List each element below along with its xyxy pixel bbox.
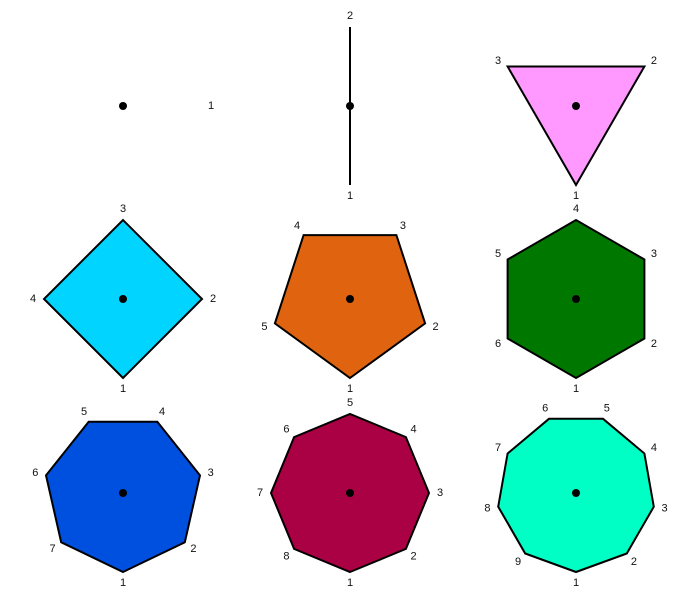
center-dot bbox=[346, 102, 354, 110]
center-dot bbox=[346, 489, 354, 497]
vertex-label: 4 bbox=[651, 442, 657, 454]
vertex-label: 4 bbox=[573, 203, 579, 215]
vertex-label: 3 bbox=[208, 467, 214, 479]
vertex-label: 3 bbox=[400, 220, 406, 232]
vertex-label: 2 bbox=[433, 321, 439, 333]
vertex-label: 2 bbox=[190, 543, 196, 555]
center-dot bbox=[119, 295, 127, 303]
vertex-label: 6 bbox=[495, 338, 501, 350]
polygon-7-sides: 1 2 3 4 5 6 7 bbox=[32, 406, 214, 589]
polygon-9-sides: 1 2 3 4 5 6 7 8 9 bbox=[484, 402, 667, 589]
vertex-label: 5 bbox=[81, 406, 87, 418]
vertex-label: 1 bbox=[573, 190, 579, 202]
polygon-6-sides: 1 2 3 4 5 6 bbox=[495, 203, 657, 395]
center-dot bbox=[572, 295, 580, 303]
vertex-label: 4 bbox=[411, 423, 417, 435]
polygon-1-sides: 1 bbox=[119, 100, 214, 112]
vertex-label: 1 bbox=[347, 383, 353, 395]
center-dot bbox=[572, 102, 580, 110]
vertex-label: 5 bbox=[347, 397, 353, 409]
vertex-label: 2 bbox=[210, 293, 216, 305]
vertex-label: 1 bbox=[120, 577, 126, 589]
vertex-label: 8 bbox=[283, 551, 289, 563]
polygon-8-sides: 1 2 3 4 5 6 7 8 bbox=[257, 397, 443, 589]
vertex-label: 5 bbox=[495, 248, 501, 260]
vertex-label: 1 bbox=[208, 100, 214, 112]
polygon-5-sides: 1 2 3 4 5 bbox=[261, 220, 438, 395]
vertex-label: 2 bbox=[651, 338, 657, 350]
polygon-shape bbox=[505, 65, 647, 188]
vertex-label: 4 bbox=[159, 406, 165, 418]
vertex-label: 6 bbox=[32, 467, 38, 479]
vertex-label: 2 bbox=[651, 55, 657, 67]
vertex-label: 6 bbox=[542, 402, 548, 414]
center-dot bbox=[572, 489, 580, 497]
vertex-label: 3 bbox=[495, 55, 501, 67]
vertex-label: 7 bbox=[50, 543, 56, 555]
vertex-label: 1 bbox=[120, 383, 126, 395]
vertex-label: 6 bbox=[283, 423, 289, 435]
vertex-label: 5 bbox=[604, 402, 610, 414]
vertex-label: 4 bbox=[294, 220, 300, 232]
polygon-3-sides: 1 2 3 bbox=[495, 55, 657, 202]
vertex-label: 1 bbox=[573, 383, 579, 395]
center-dot bbox=[119, 102, 127, 110]
vertex-label: 4 bbox=[30, 293, 36, 305]
vertex-label: 1 bbox=[347, 577, 353, 589]
vertex-label: 1 bbox=[573, 577, 579, 589]
vertex-label: 1 bbox=[347, 190, 353, 202]
vertex-label: 3 bbox=[120, 203, 126, 215]
center-dot bbox=[346, 295, 354, 303]
vertex-label: 3 bbox=[437, 487, 443, 499]
vertex-label: 7 bbox=[257, 487, 263, 499]
vertex-label: 2 bbox=[631, 556, 637, 568]
vertex-label: 2 bbox=[347, 10, 353, 22]
polygon-shape bbox=[273, 234, 427, 380]
center-dot bbox=[119, 489, 127, 497]
vertex-label: 8 bbox=[484, 503, 490, 515]
vertex-label: 3 bbox=[662, 503, 668, 515]
polygon-4-sides: 1 2 3 4 bbox=[30, 203, 216, 395]
vertex-label: 9 bbox=[515, 556, 521, 568]
vertex-label: 2 bbox=[411, 551, 417, 563]
polygon-2-sides: 12 bbox=[346, 10, 354, 202]
vertex-label: 3 bbox=[651, 248, 657, 260]
vertex-label: 7 bbox=[495, 442, 501, 454]
vertex-label: 5 bbox=[261, 321, 267, 333]
